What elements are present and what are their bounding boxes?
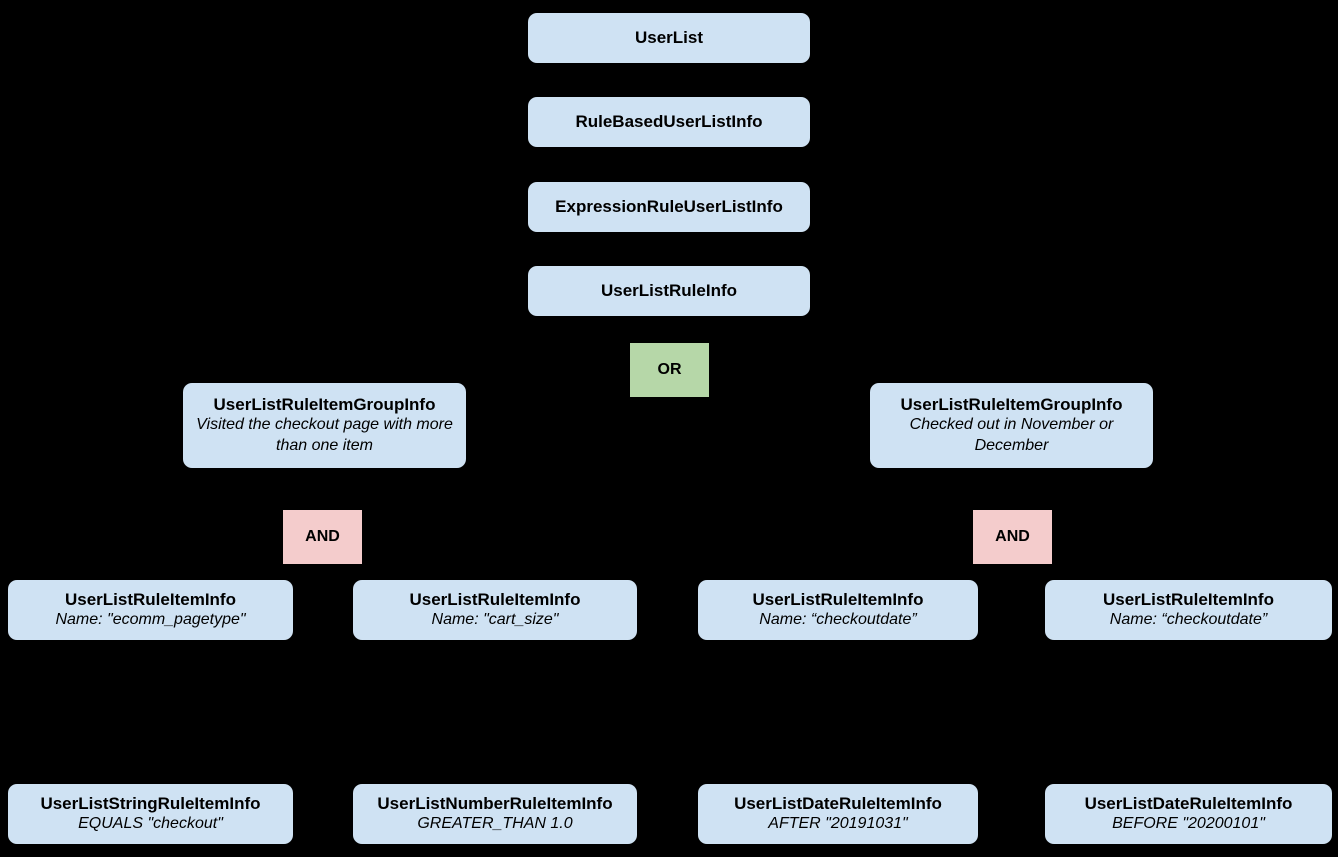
rule-item-4-name: Name: “checkoutdate” <box>1109 611 1268 629</box>
node-user-list-rule-info-label: UserListRuleInfo <box>600 281 738 301</box>
rule-item-4-title: UserListRuleItemInfo <box>1103 589 1274 609</box>
group-right-description: Checked out in November or December <box>909 416 1114 455</box>
rule-item-3-title: UserListRuleItemInfo <box>752 589 924 609</box>
leaf-item-2-title: UserListNumberRuleItemInfo <box>377 793 613 813</box>
node-string-rule-item: UserListStringRuleItemInfo EQUALS "check… <box>8 784 293 844</box>
node-rule-item-group-left: UserListRuleItemGroupInfo Visited the ch… <box>183 383 466 468</box>
node-number-rule-item: UserListNumberRuleItemInfo GREATER_THAN … <box>353 784 637 844</box>
group-right-title: UserListRuleItemGroupInfo <box>900 395 1123 415</box>
leaf-item-3-title: UserListDateRuleItemInfo <box>734 793 942 813</box>
rule-item-2-name: Name: "cart_size" <box>431 611 559 629</box>
and-operator-node-left: AND <box>283 510 362 564</box>
node-expression-rule-user-list-info-label: ExpressionRuleUserListInfo <box>555 197 783 217</box>
or-operator-node: OR <box>630 343 709 397</box>
node-userlist: UserList <box>528 13 810 63</box>
node-rule-item-checkoutdate-after: UserListRuleItemInfo Name: “checkoutdate… <box>698 580 978 640</box>
leaf-item-1-condition: EQUALS "checkout" <box>78 815 223 833</box>
leaf-item-2-condition: GREATER_THAN 1.0 <box>417 815 573 833</box>
leaf-item-3-condition: AFTER "20191031" <box>768 815 908 833</box>
and-operator-left-label: AND <box>305 528 340 545</box>
node-rule-based-user-list-info: RuleBasedUserListInfo <box>528 97 810 147</box>
node-rule-item-ecomm-pagetype: UserListRuleItemInfo Name: "ecomm_pagety… <box>8 580 293 640</box>
node-rule-item-cart-size: UserListRuleItemInfo Name: "cart_size" <box>353 580 637 640</box>
or-operator-label: OR <box>657 361 682 378</box>
node-date-rule-item-after: UserListDateRuleItemInfo AFTER "20191031… <box>698 784 978 844</box>
leaf-item-4-title: UserListDateRuleItemInfo <box>1084 793 1293 813</box>
leaf-item-4-condition: BEFORE "20200101" <box>1112 815 1265 833</box>
and-operator-node-right: AND <box>973 510 1052 564</box>
node-userlist-label: UserList <box>634 28 704 48</box>
rule-item-2-title: UserListRuleItemInfo <box>409 589 581 609</box>
and-operator-right-label: AND <box>995 528 1030 545</box>
node-date-rule-item-before: UserListDateRuleItemInfo BEFORE "2020010… <box>1045 784 1332 844</box>
node-expression-rule-user-list-info: ExpressionRuleUserListInfo <box>528 182 810 232</box>
group-left-description: Visited the checkout page with more than… <box>196 416 453 455</box>
node-user-list-rule-info: UserListRuleInfo <box>528 266 810 316</box>
node-rule-item-group-right: UserListRuleItemGroupInfo Checked out in… <box>870 383 1153 468</box>
leaf-item-1-title: UserListStringRuleItemInfo <box>40 793 261 813</box>
group-left-title: UserListRuleItemGroupInfo <box>213 395 436 415</box>
rule-item-1-title: UserListRuleItemInfo <box>65 589 236 609</box>
node-rule-based-user-list-info-label: RuleBasedUserListInfo <box>575 112 763 132</box>
node-rule-item-checkoutdate-before: UserListRuleItemInfo Name: “checkoutdate… <box>1045 580 1332 640</box>
rule-item-1-name: Name: "ecomm_pagetype" <box>55 611 246 629</box>
rule-item-3-name: Name: “checkoutdate” <box>759 611 917 629</box>
